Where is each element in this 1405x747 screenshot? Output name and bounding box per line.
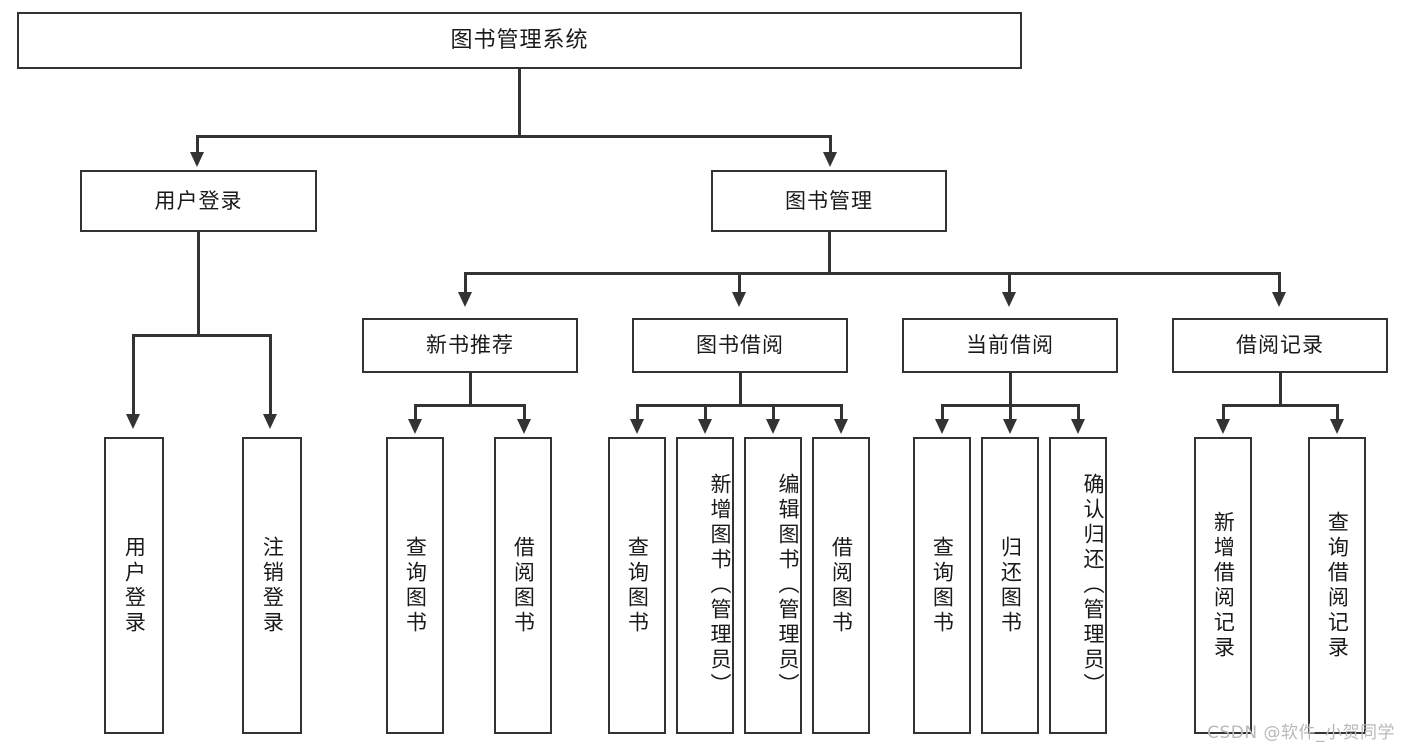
leaf-add-record[interactable]: 新增借阅记录: [1194, 437, 1252, 734]
connector-borrow-record-l: [1222, 404, 1225, 424]
connector-new-book-rec-r: [523, 404, 526, 424]
arrow-down-icon: [1216, 419, 1230, 434]
connector-new-book-rec-stem: [469, 373, 472, 406]
arrow-down-icon: [263, 414, 277, 429]
connector-borrow-record-bus: [1222, 404, 1338, 407]
connector-book-borrow-2: [704, 404, 707, 424]
node-new-book-rec[interactable]: 新书推荐: [362, 318, 578, 373]
connector-user-login-stem: [197, 232, 200, 335]
connector-to-borrow-record: [1278, 272, 1281, 298]
leaf-edit-book[interactable]: 编辑图书（管理员）: [744, 437, 802, 734]
node-book-borrow[interactable]: 图书借阅: [632, 318, 848, 373]
leaf-borrow-book-1[interactable]: 借阅图书: [494, 437, 552, 734]
arrow-down-icon: [1272, 292, 1286, 307]
node-root-system[interactable]: 图书管理系统: [17, 12, 1022, 69]
arrow-down-icon: [935, 419, 949, 434]
leaf-query-book-2[interactable]: 查询图书: [608, 437, 666, 734]
arrow-down-icon: [766, 419, 780, 434]
connector-book-borrow-3: [772, 404, 775, 424]
connector-book-borrow-4: [840, 404, 843, 424]
connector-book-borrow-stem: [739, 373, 742, 406]
connector-new-book-rec-l: [414, 404, 417, 424]
connector-user-login-right: [269, 334, 272, 420]
leaf-query-book-3[interactable]: 查询图书: [913, 437, 971, 734]
arrow-down-icon: [517, 419, 531, 434]
connector-new-book-rec-bus: [414, 404, 525, 407]
leaf-query-record[interactable]: 查询借阅记录: [1308, 437, 1366, 734]
leaf-user-login[interactable]: 用户登录: [104, 437, 164, 734]
connector-borrow-record-stem: [1279, 373, 1282, 406]
node-current-borrow[interactable]: 当前借阅: [902, 318, 1118, 373]
node-borrow-record[interactable]: 借阅记录: [1172, 318, 1388, 373]
connector-user-login-left: [132, 334, 135, 420]
arrow-down-icon: [1330, 419, 1344, 434]
connector-borrow-record-r: [1336, 404, 1339, 424]
connector-root-bus: [196, 135, 832, 138]
leaf-borrow-book-2[interactable]: 借阅图书: [812, 437, 870, 734]
connector-to-current-borrow: [1008, 272, 1011, 298]
arrow-down-icon: [1002, 292, 1016, 307]
node-user-login[interactable]: 用户登录: [80, 170, 317, 232]
arrow-down-icon: [190, 152, 204, 167]
watermark-text: CSDN @软件_小贺同学: [1207, 723, 1395, 743]
leaf-logout[interactable]: 注销登录: [242, 437, 302, 734]
arrow-down-icon: [458, 292, 472, 307]
arrow-down-icon: [408, 419, 422, 434]
connector-current-borrow-2: [1009, 404, 1012, 424]
connector-to-book-manage: [829, 135, 832, 157]
leaf-add-book[interactable]: 新增图书（管理员）: [676, 437, 734, 734]
connector-current-borrow-1: [941, 404, 944, 424]
leaf-confirm-return[interactable]: 确认归还（管理员）: [1049, 437, 1107, 734]
connector-book-borrow-bus: [636, 404, 842, 407]
connector-current-borrow-3: [1077, 404, 1080, 424]
connector-book-borrow-1: [636, 404, 639, 424]
arrow-down-icon: [732, 292, 746, 307]
connector-root-stem: [518, 69, 521, 136]
connector-to-user-login: [196, 135, 199, 157]
arrow-down-icon: [1071, 419, 1085, 434]
connector-book-manage-stem: [828, 232, 831, 274]
arrow-down-icon: [1003, 419, 1017, 434]
arrow-down-icon: [834, 419, 848, 434]
node-book-manage[interactable]: 图书管理: [711, 170, 947, 232]
connector-book-manage-bus: [464, 272, 1280, 275]
arrow-down-icon: [630, 419, 644, 434]
leaf-return-book[interactable]: 归还图书: [981, 437, 1039, 734]
leaf-query-book-1[interactable]: 查询图书: [386, 437, 444, 734]
connector-to-book-borrow: [738, 272, 741, 298]
connector-to-new-book-rec: [464, 272, 467, 298]
connector-user-login-bus: [132, 334, 270, 337]
connector-current-borrow-stem: [1009, 373, 1012, 406]
arrow-down-icon: [823, 152, 837, 167]
arrow-down-icon: [698, 419, 712, 434]
arrow-down-icon: [126, 414, 140, 429]
